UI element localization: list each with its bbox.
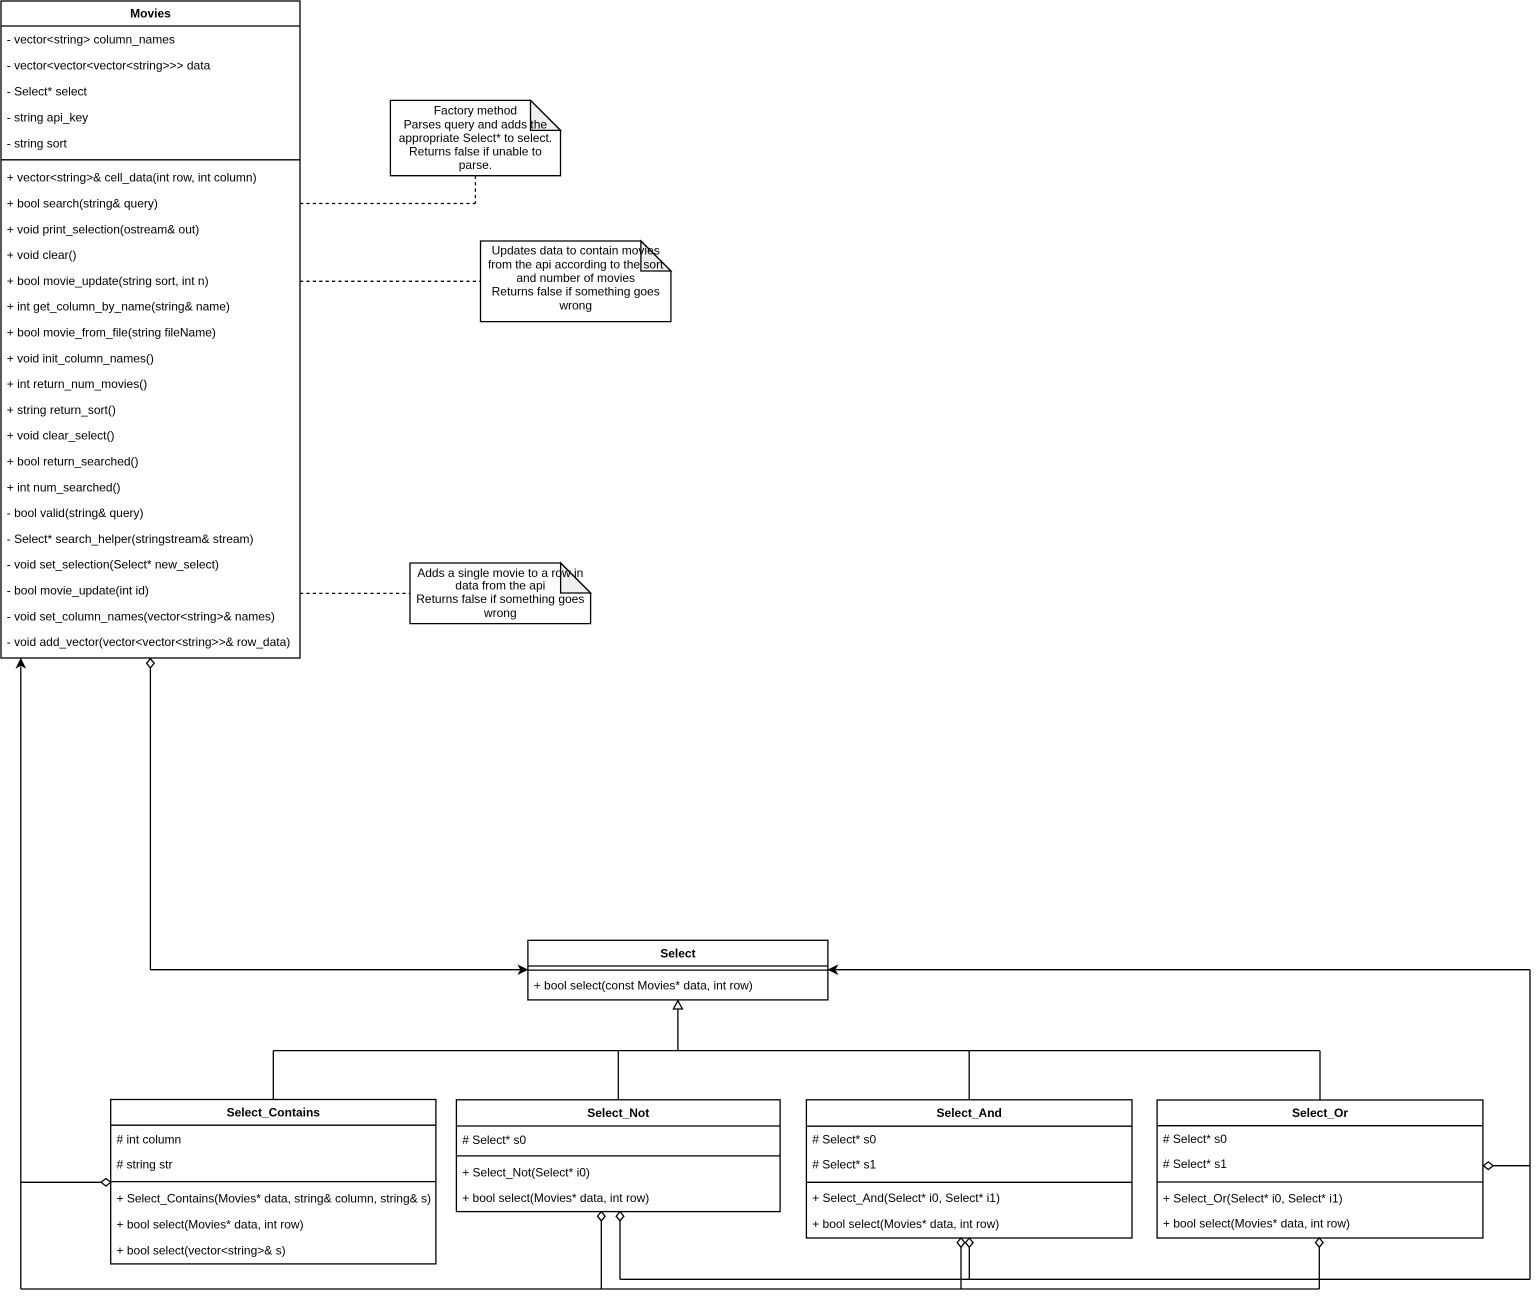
svg-text:- void set_selection(Select* n: - void set_selection(Select* new_select) <box>7 558 219 572</box>
svg-text:+ bool movie_from_file(string: + bool movie_from_file(string fileName) <box>7 326 216 340</box>
svg-text:+ bool search(string& query): + bool search(string& query) <box>7 197 158 211</box>
svg-text:+ Select_Not(Select* i0): + Select_Not(Select* i0) <box>462 1166 590 1180</box>
svg-text:+ Select_And(Select* i0, Selec: + Select_And(Select* i0, Select* i1) <box>812 1191 1000 1205</box>
svg-text:and number of movies: and number of movies <box>516 271 635 285</box>
svg-text:+ bool select(Movies* data, in: + bool select(Movies* data, int row) <box>1163 1217 1350 1231</box>
svg-text:data from the api: data from the api <box>455 579 545 593</box>
svg-text:Returns false if something goe: Returns false if something goes <box>416 592 584 606</box>
svg-text:Returns false if something goe: Returns false if something goes <box>492 285 660 299</box>
svg-text:+ void init_column_names(): + void init_column_names() <box>7 351 154 365</box>
svg-text:Adds a single movie to a row i: Adds a single movie to a row in <box>417 566 583 580</box>
svg-text:wrong: wrong <box>558 299 592 313</box>
svg-text:+ bool select(Movies* data, in: + bool select(Movies* data, int row) <box>117 1217 304 1231</box>
svg-text:+ int get_column_by_name(strin: + int get_column_by_name(string& name) <box>7 300 230 314</box>
svg-text:- vector<vector<vector<string>: - vector<vector<vector<string>>> data <box>7 59 211 73</box>
svg-text:+ void clear(): + void clear() <box>7 248 77 262</box>
svg-text:+ string return_sort(): + string return_sort() <box>7 403 116 417</box>
svg-text:Select_And: Select_And <box>937 1106 1002 1120</box>
svg-text:Select_Contains: Select_Contains <box>227 1106 321 1120</box>
svg-text:- string sort: - string sort <box>7 137 68 151</box>
svg-text:# string str: # string str <box>117 1157 173 1171</box>
svg-text:+ vector<string>& cell_data(in: + vector<string>& cell_data(int row, int… <box>7 171 257 185</box>
svg-text:- bool movie_update(int id): - bool movie_update(int id) <box>7 584 149 598</box>
svg-text:Select_Not: Select_Not <box>587 1106 649 1120</box>
svg-text:+ bool select(vector<string>&: + bool select(vector<string>& s) <box>117 1243 286 1257</box>
svg-text:from the api according to the: from the api according to the sort <box>488 257 664 271</box>
svg-text:# int column: # int column <box>117 1132 182 1146</box>
svg-text:# Select* s1: # Select* s1 <box>1163 1157 1227 1171</box>
svg-text:- string api_key: - string api_key <box>7 111 88 125</box>
svg-text:+ bool select(Movies* data, in: + bool select(Movies* data, int row) <box>462 1191 649 1205</box>
svg-text:Returns false if unable to: Returns false if unable to <box>409 145 542 159</box>
svg-text:- vector<string> column_names: - vector<string> column_names <box>7 33 175 47</box>
svg-text:- bool valid(string& query): - bool valid(string& query) <box>7 506 144 520</box>
svg-text:# Select* s1: # Select* s1 <box>812 1157 876 1171</box>
svg-text:- Select* search_helper(string: - Select* search_helper(stringstream& st… <box>7 532 254 546</box>
svg-text:Parses query and adds the: Parses query and adds the <box>404 117 548 131</box>
svg-text:+ int num_searched(): + int num_searched() <box>7 480 121 494</box>
svg-text:+ int return_num_movies(): + int return_num_movies() <box>7 377 147 391</box>
svg-text:parse.: parse. <box>459 158 492 172</box>
svg-text:appropriate Select* to select.: appropriate Select* to select. <box>399 131 552 145</box>
svg-text:Movies: Movies <box>130 7 171 21</box>
svg-text:+ Select_Or(Select* i0, Select: + Select_Or(Select* i0, Select* i1) <box>1163 1191 1343 1205</box>
svg-text:+ void print_selection(ostream: + void print_selection(ostream& out) <box>7 222 199 236</box>
svg-text:# Select* s0: # Select* s0 <box>462 1133 526 1147</box>
svg-text:Updates data to contain movies: Updates data to contain movies <box>492 244 660 258</box>
svg-text:+ bool select(const Movies* da: + bool select(const Movies* data, int ro… <box>534 978 753 992</box>
svg-text:+ Select_Contains(Movies* data: + Select_Contains(Movies* data, string& … <box>117 1192 431 1206</box>
svg-text:# Select* s0: # Select* s0 <box>812 1132 876 1146</box>
svg-text:+ bool movie_update(string sor: + bool movie_update(string sort, int n) <box>7 274 209 288</box>
svg-text:Factory method: Factory method <box>434 104 517 118</box>
svg-text:wrong: wrong <box>483 606 517 620</box>
svg-text:- void set_column_names(vector: - void set_column_names(vector<string>& … <box>7 609 275 623</box>
svg-text:Select_Or: Select_Or <box>1292 1106 1348 1120</box>
svg-text:+ bool return_searched(): + bool return_searched() <box>7 455 139 469</box>
svg-text:Select: Select <box>660 947 695 961</box>
svg-text:- Select* select: - Select* select <box>7 85 88 99</box>
svg-text:# Select* s0: # Select* s0 <box>1163 1132 1227 1146</box>
svg-text:- void add_vector(vector<vecto: - void add_vector(vector<vector<string>>… <box>7 635 290 649</box>
svg-text:+ void clear_select(): + void clear_select() <box>7 429 115 443</box>
svg-text:+ bool select(Movies* data, in: + bool select(Movies* data, int row) <box>812 1217 999 1231</box>
